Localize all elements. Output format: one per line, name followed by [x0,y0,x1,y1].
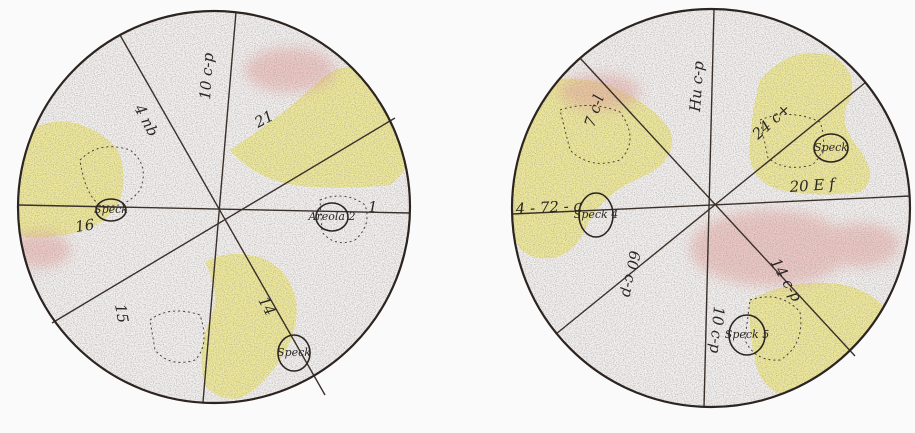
left-disk: Speck Areola 2 Speck 4 nb 10 c-p 21 16 1… [16,9,412,405]
right-spokes [511,8,911,408]
left-label-top: 10 c-p [196,52,217,100]
right-disk: Speck Speck 4 Speck 5 7 c-l Hu c-p 24 c+… [510,7,912,409]
svg-text:Speck 4: Speck 4 [574,208,618,221]
svg-text:Areola 2: Areola 2 [308,210,356,223]
left-label-right: 1 [368,198,378,216]
right-label-bottom: 10 c-p [706,306,728,355]
left-label-left: 16 [74,215,96,236]
svg-text:Speck: Speck [277,346,311,359]
svg-text:Speck: Speck [94,203,128,216]
right-circled-speck-upper-right: Speck [813,133,849,163]
right-circled-speck-left: Speck 4 [574,192,618,238]
right-label-top: Hu c-p [686,60,708,113]
left-circled-areola: Areola 2 [308,202,356,232]
right-disk-rim [510,7,912,409]
left-circled-speck-left: Speck [94,198,128,222]
left-label-lower-left: 15 [111,303,132,325]
left-circled-speck-bottom: Speck [277,334,311,372]
left-contours [79,146,368,363]
right-label-right: 20 E f [788,175,838,196]
right-label-left: 4 - 72 - a [514,197,583,219]
svg-text:Speck 5: Speck 5 [725,328,769,341]
left-disk-rim [16,9,412,405]
right-circled-speck-bottom: Speck 5 [725,314,769,356]
svg-text:Speck: Speck [814,141,848,154]
